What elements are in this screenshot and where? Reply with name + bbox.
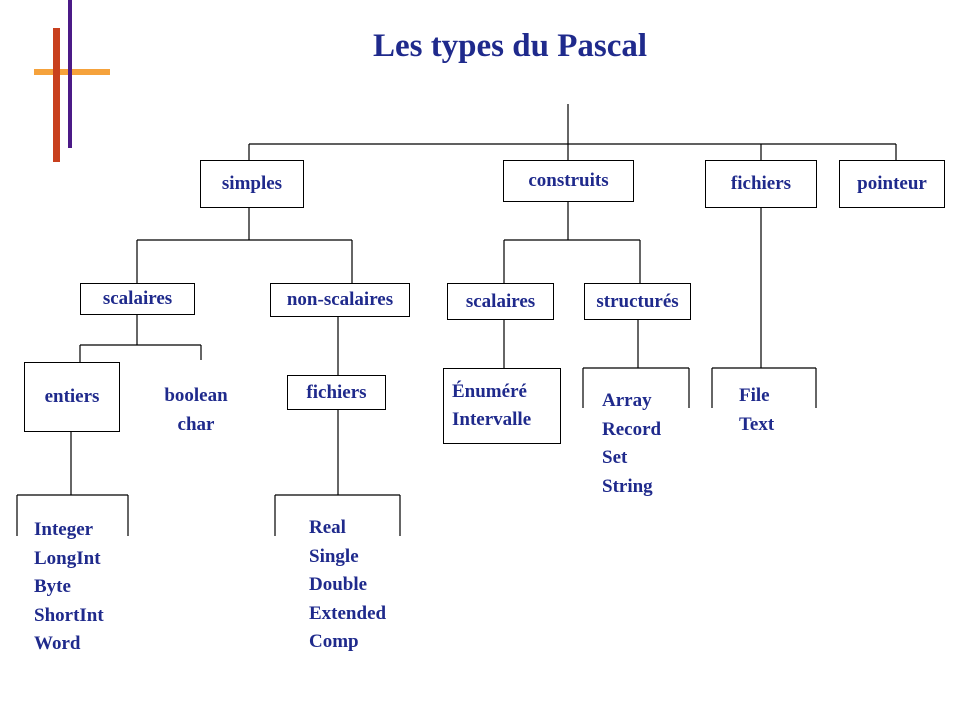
list-item: Double — [309, 574, 368, 595]
node-non-scalaires-label: non-scalaires — [286, 289, 394, 310]
list-item: LongInt — [34, 547, 101, 569]
node-pointeur-label: pointeur — [857, 173, 927, 194]
node-scalaires-construit-label: scalaires — [465, 290, 536, 312]
enumere-label: Énuméré — [452, 381, 527, 402]
list-item: boolean — [164, 385, 228, 406]
node-construits-label: construits — [528, 170, 609, 191]
node-non-scalaires: non-scalaires — [270, 283, 410, 317]
node-simples-label: simples — [221, 173, 283, 194]
node-pointeur: pointeur — [839, 160, 945, 208]
list-item: Comp — [309, 631, 359, 652]
list-item: Text — [739, 413, 775, 435]
node-scalaires-simple-label: scalaires — [102, 288, 173, 309]
integer-types-list: Integer LongInt Byte ShortInt Word — [34, 516, 104, 659]
list-item: char — [177, 413, 215, 435]
list-item: File — [739, 385, 770, 406]
node-scalaires-construit: scalaires — [447, 283, 554, 320]
list-item: Byte — [34, 576, 71, 597]
file-types-list: File Text — [739, 382, 774, 439]
node-fichiers-reels-label: fichiers — [306, 381, 367, 403]
intervalle-label: Intervalle — [452, 409, 532, 430]
real-types-list: Real Single Double Extended Comp — [309, 514, 386, 657]
node-scalaires-simple: scalaires — [80, 283, 195, 315]
node-structures: structurés — [584, 283, 691, 320]
node-simples: simples — [200, 160, 304, 208]
structured-types-list: Array Record Set String — [602, 387, 661, 501]
node-fichiers-top-label: fichiers — [730, 173, 792, 194]
decorative-orange-bar — [34, 69, 110, 75]
node-fichiers-reels: fichiers — [287, 375, 386, 410]
boolean-char-list: boolean char — [150, 382, 242, 439]
node-entiers-label: entiers — [44, 386, 100, 407]
node-structures-label: structurés — [596, 290, 679, 312]
node-fichiers-top: fichiers — [705, 160, 817, 208]
list-item: Integer — [34, 519, 94, 540]
list-item: String — [602, 475, 653, 497]
node-construits: construits — [503, 160, 634, 202]
list-item: Word — [34, 633, 81, 654]
page-title: Les types du Pascal — [372, 28, 648, 64]
list-item: Array — [602, 390, 652, 411]
node-enumere-intervalle: Énuméré Intervalle — [443, 368, 561, 444]
list-item: Record — [602, 418, 662, 440]
decorative-red-bar — [53, 28, 60, 162]
list-item: Extended — [309, 602, 387, 624]
list-item: Single — [309, 545, 359, 567]
decorative-purple-bar — [68, 0, 72, 148]
list-item: Set — [602, 447, 628, 468]
list-item: Real — [309, 517, 346, 538]
list-item: ShortInt — [34, 604, 104, 626]
node-entiers: entiers — [24, 362, 120, 432]
